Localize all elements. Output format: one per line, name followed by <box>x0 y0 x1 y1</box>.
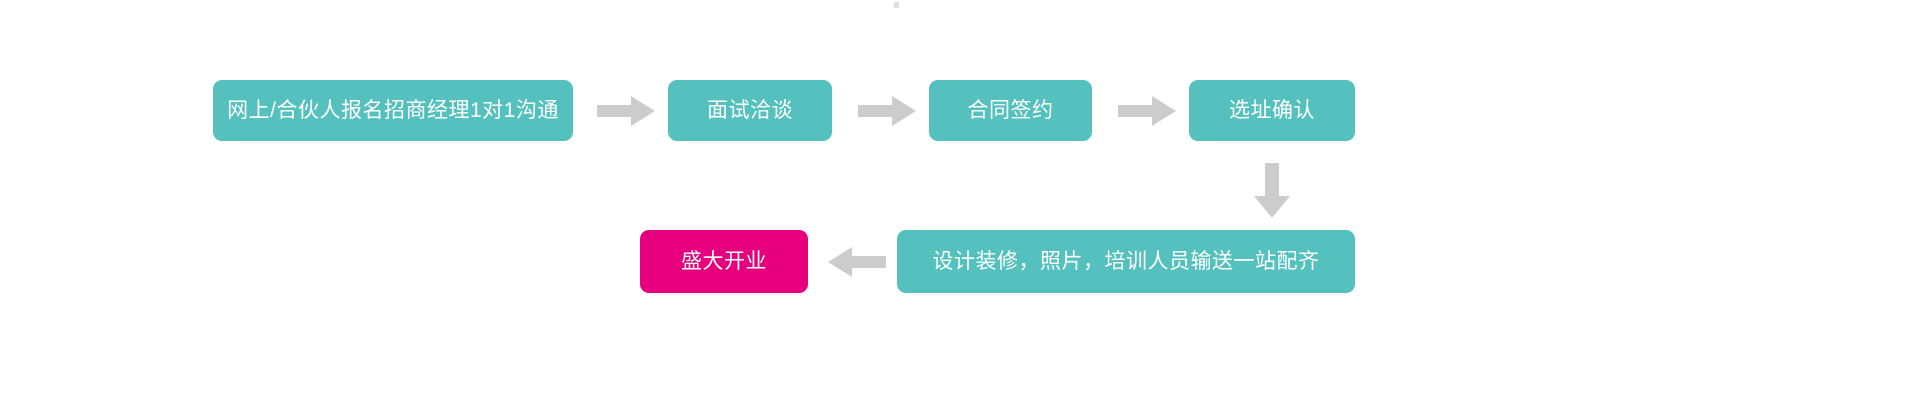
flow-node-site-confirmation[interactable]: 选址确认 <box>1189 80 1355 141</box>
arrow-down-icon <box>1254 163 1290 218</box>
arrow-right-icon <box>597 96 655 126</box>
flow-node-grand-opening[interactable]: 盛大开业 <box>640 230 808 293</box>
flow-node-contract[interactable]: 合同签约 <box>929 80 1092 141</box>
arrow-right-icon <box>858 96 916 126</box>
arrow-right-icon <box>1118 96 1176 126</box>
arrow-left-icon <box>828 247 886 277</box>
top-edge-artifact <box>894 2 899 8</box>
flow-node-signup[interactable]: 网上/合伙人报名招商经理1对1沟通 <box>213 80 573 141</box>
flow-node-interview[interactable]: 面试洽谈 <box>668 80 832 141</box>
flow-node-fitout-training[interactable]: 设计装修，照片，培训人员输送一站配齐 <box>897 230 1355 293</box>
